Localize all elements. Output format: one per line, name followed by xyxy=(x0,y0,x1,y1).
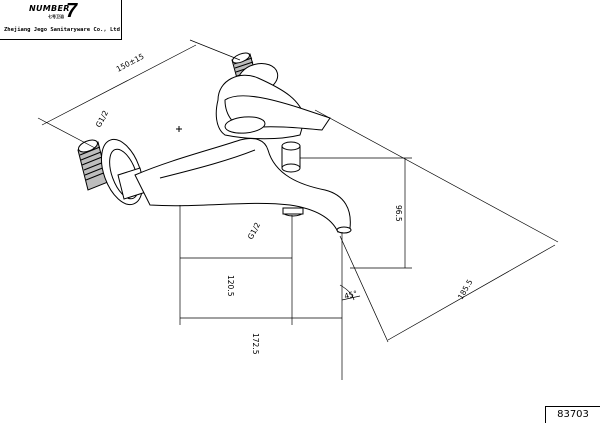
brand-subtitle: 七号卫浴 xyxy=(48,14,64,19)
spout-outlet xyxy=(336,226,352,234)
dim-spout-reach-outer: 172.5 xyxy=(251,333,260,355)
faucet-body xyxy=(134,137,351,233)
dim-diverter-thread: G1/2 xyxy=(246,221,262,241)
dim-spout-reach-inner: 120.5 xyxy=(226,275,235,297)
company-name: Zhejiang Jego Sanitaryware Co., Ltd xyxy=(4,27,120,33)
diverter-knob xyxy=(281,141,301,173)
faucet-outline xyxy=(77,52,352,234)
brand-number: 7 xyxy=(66,0,78,22)
left-inlet-thread xyxy=(77,139,109,191)
brand-word: NUMBER xyxy=(29,4,70,13)
dim-overall-length: 185.5 xyxy=(456,278,475,301)
dim-height: 96.5 xyxy=(394,205,403,222)
dim-angle: 45° xyxy=(343,289,358,301)
model-number-label: 83703 xyxy=(545,406,600,423)
dim-inlet-spacing: 150±15 xyxy=(115,52,146,74)
dimension-lines xyxy=(37,39,559,380)
dim-left-thread: G1/2 xyxy=(94,109,110,129)
brand-logo: NUMBER 七号卫浴 7 Zhejiang Jego Sanitaryware… xyxy=(0,0,122,40)
